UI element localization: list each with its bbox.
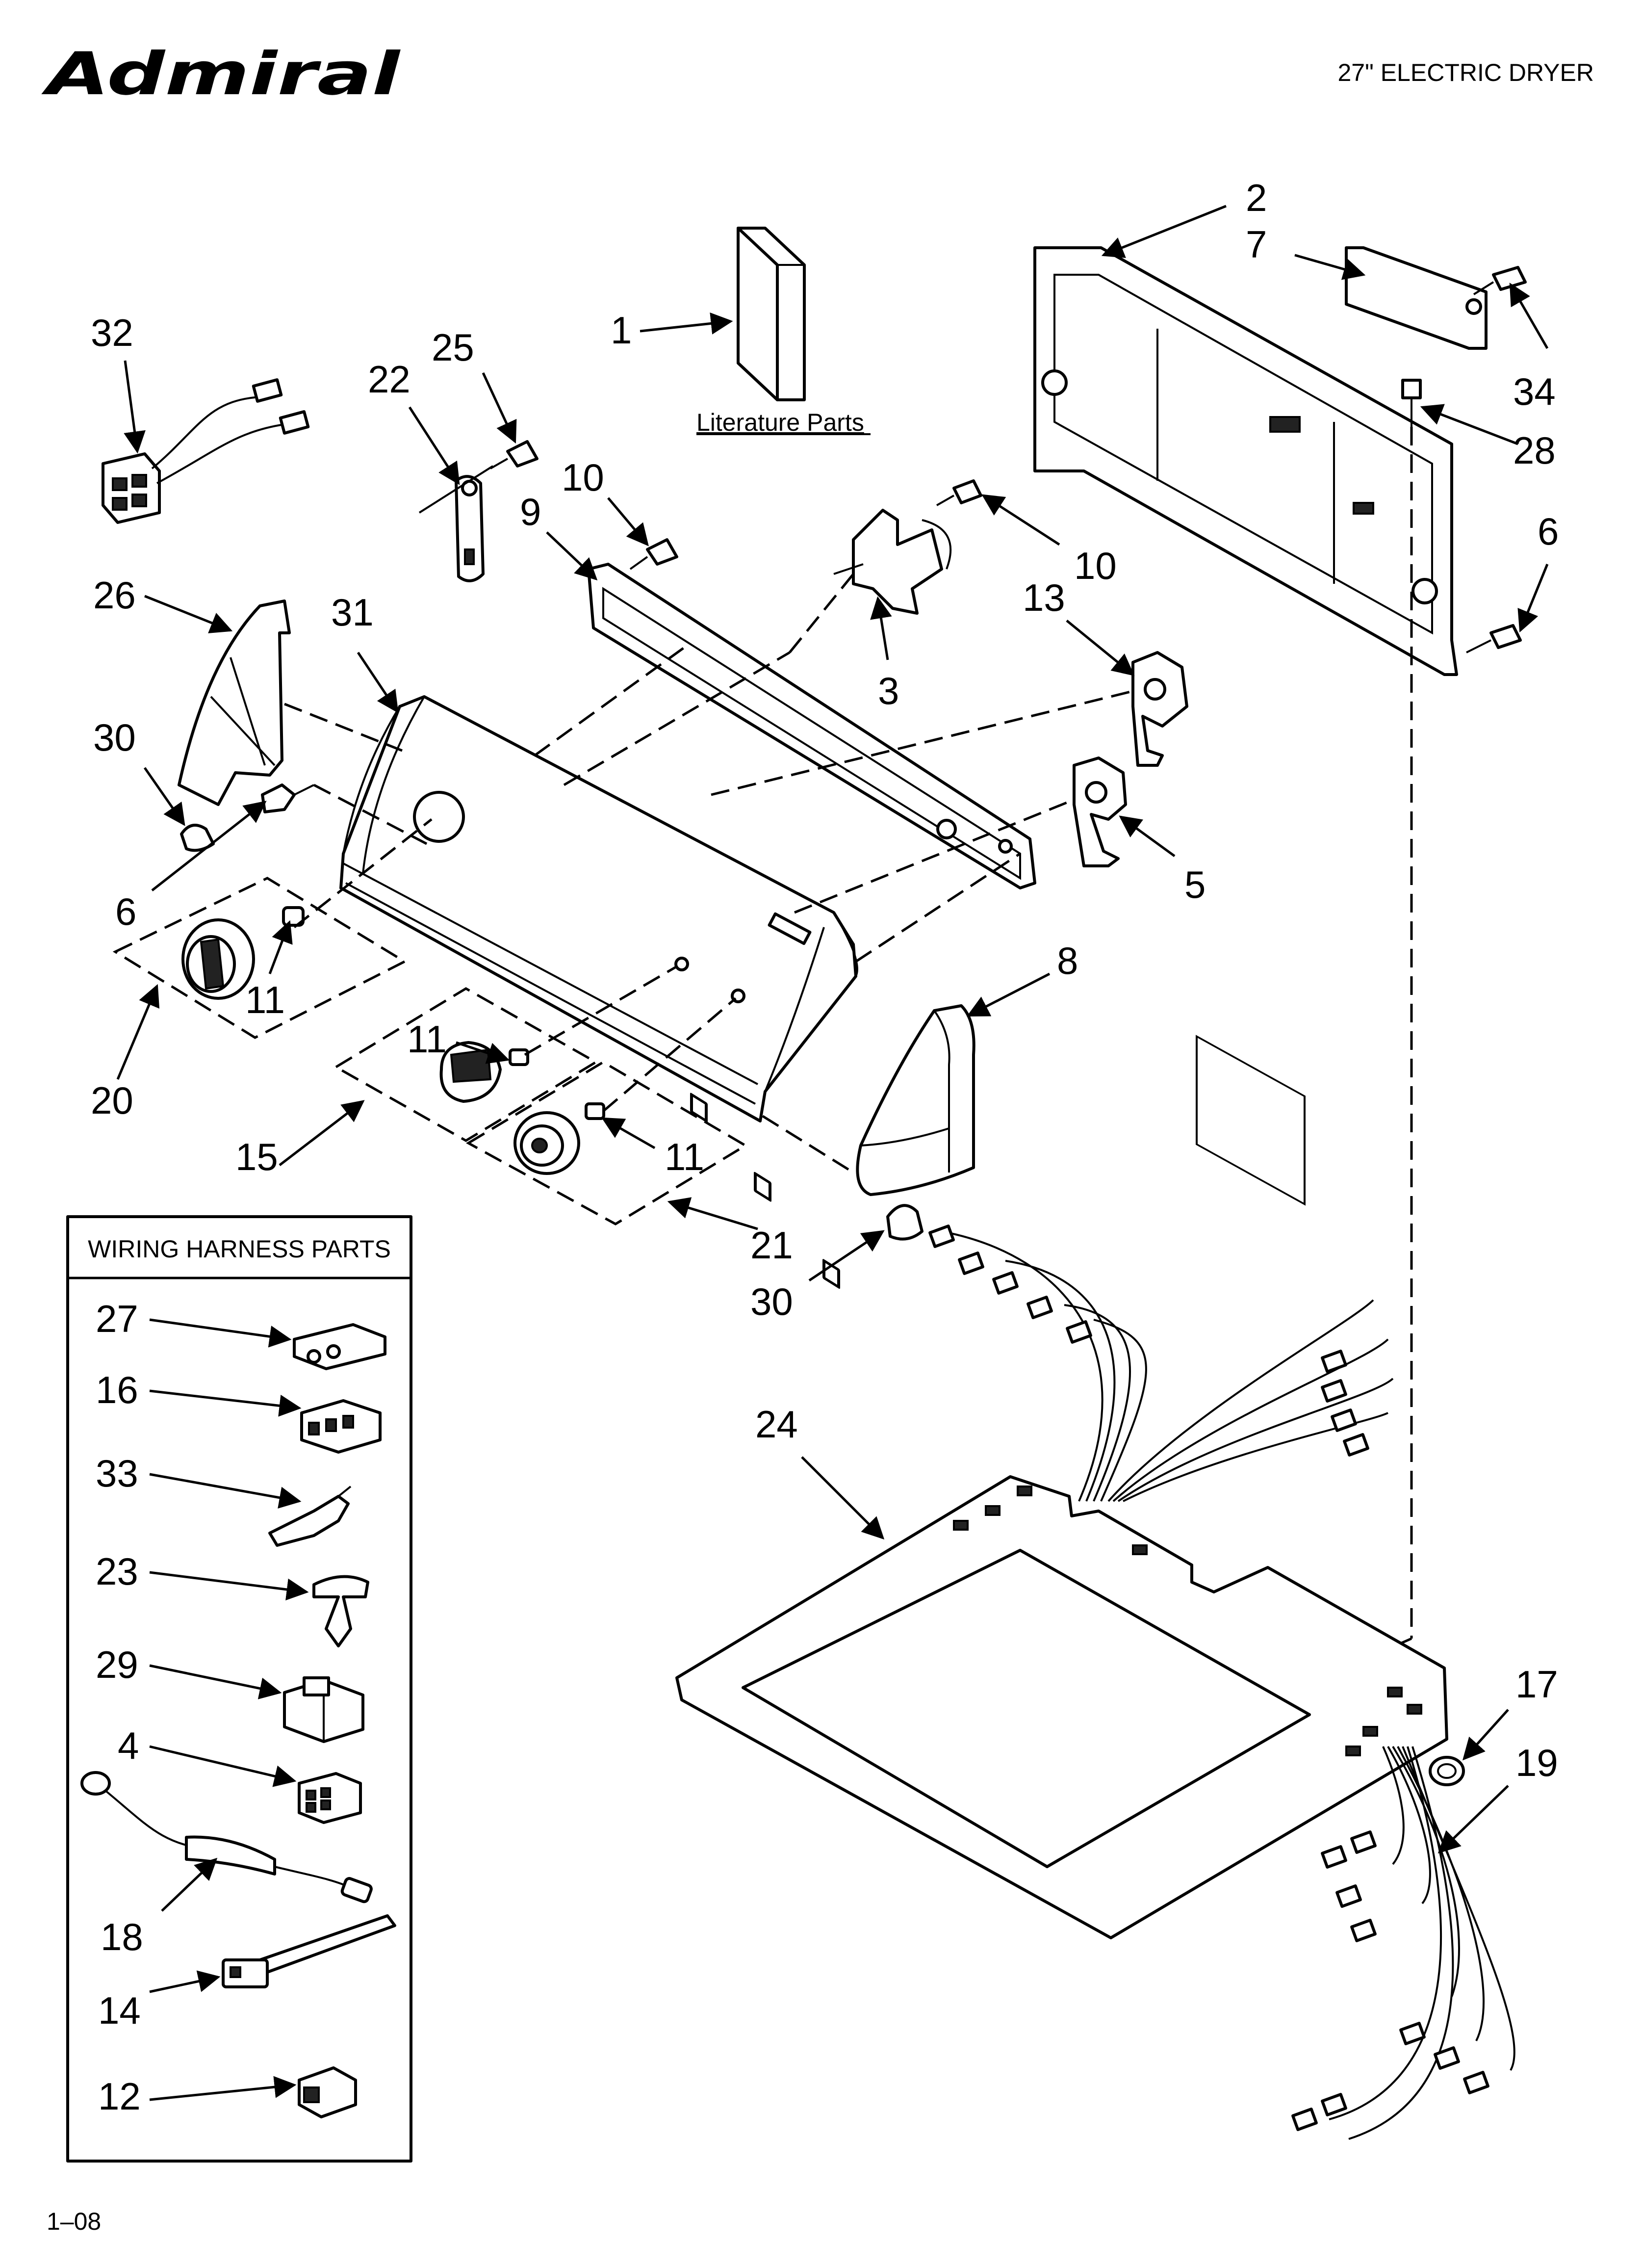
adapter-11-c [585, 1102, 605, 1120]
callout-34: 34 [1513, 370, 1556, 413]
callout-6-right: 6 [1538, 510, 1559, 553]
switch-5 [1073, 756, 1127, 867]
callout-9: 9 [520, 490, 541, 533]
wiring-harness-box [66, 1215, 412, 2163]
callout-11-c: 11 [665, 1135, 704, 1178]
adapter-11-b [509, 1048, 529, 1066]
callout-28: 28 [1513, 429, 1556, 472]
box-callout-23: 23 [96, 1550, 138, 1593]
top-panel-24 [675, 1475, 1448, 1939]
connector-4-icon [298, 1772, 362, 1824]
control-bracket-9 [587, 563, 1036, 1289]
connector-29-icon [283, 1676, 364, 1743]
box-callout-27: 27 [96, 1297, 138, 1340]
callout-10-left: 10 [562, 456, 604, 499]
callout-21: 21 [750, 1224, 793, 1267]
callout-19: 19 [1515, 1741, 1558, 1784]
screw-6-right [1466, 624, 1522, 653]
box-callout-12: 12 [98, 2075, 141, 2118]
page-title: 27" ELECTRIC DRYER [1337, 59, 1594, 86]
callout-10-right: 10 [1074, 544, 1117, 587]
screw-6-left [261, 783, 314, 813]
screw-28 [1401, 379, 1422, 427]
box-callout-16: 16 [96, 1368, 138, 1411]
screw-10-left [629, 538, 678, 570]
box-callout-18: 18 [101, 1915, 143, 1958]
console-back-panel [1033, 246, 1458, 1206]
terminal-33-icon [268, 1486, 352, 1547]
literature-caption: Literature Parts [696, 409, 864, 436]
console-31 [339, 695, 858, 1122]
callout-20: 20 [91, 1079, 133, 1122]
callout-3: 3 [878, 669, 899, 712]
switch-13 [1131, 651, 1188, 767]
callout-2: 2 [1246, 176, 1267, 219]
wiring-harness-title: WIRING HARNESS PARTS [88, 1235, 391, 1263]
callout-30-lower: 30 [750, 1280, 793, 1323]
connector-27-icon [293, 1323, 386, 1370]
end-cap-26 [178, 600, 291, 806]
box-callout-14: 14 [98, 1989, 141, 2032]
callout-1: 1 [611, 309, 632, 352]
box-callout-4: 4 [118, 1724, 139, 1767]
screw-10-right [936, 479, 982, 506]
callout-13: 13 [1023, 576, 1065, 619]
connector-16-icon [300, 1399, 382, 1454]
wire-harness-32 [102, 378, 310, 524]
clip-30-upper [180, 824, 215, 852]
clip-17 [1429, 1756, 1465, 1786]
clip-30-lower [886, 1204, 924, 1241]
callout-24: 24 [755, 1403, 798, 1446]
screw-25 [490, 440, 539, 469]
group-21-outline [465, 1061, 748, 1225]
main-harness-19 [928, 1225, 1515, 2140]
cable-tie-14-icon [222, 1914, 396, 1988]
callout-11-b: 11 [407, 1017, 447, 1061]
connector-12-icon [298, 2066, 357, 2118]
callout-25: 25 [432, 326, 474, 369]
callout-7: 7 [1246, 223, 1267, 266]
group-20-outline [112, 877, 408, 1039]
callout-32: 32 [91, 311, 133, 354]
end-cap-8 [856, 1004, 975, 1196]
callout-8: 8 [1057, 939, 1078, 982]
group-15-outline [334, 987, 598, 1142]
page-code: 1–08 [47, 2208, 101, 2235]
knob-20 [181, 918, 255, 1000]
knob-21 [513, 1111, 580, 1175]
callout-17: 17 [1515, 1663, 1558, 1706]
timer-3 [833, 509, 952, 615]
strap-22 [455, 475, 485, 582]
callout-31: 31 [331, 591, 374, 634]
callout-15: 15 [235, 1135, 278, 1178]
callout-6-left: 6 [115, 890, 136, 933]
push-pin-23-icon [312, 1575, 369, 1647]
box-callout-33: 33 [96, 1452, 138, 1495]
bracket-7 [1345, 246, 1488, 350]
callout-5: 5 [1184, 863, 1206, 906]
screw-34 [1473, 266, 1527, 295]
brand-logo: Admiral [41, 40, 401, 108]
box-callout-29: 29 [96, 1643, 138, 1686]
literature-book [737, 227, 806, 401]
fuse-link-18-icon [80, 1771, 373, 1903]
callout-11-a: 11 [245, 978, 285, 1021]
callout-22: 22 [368, 358, 410, 401]
callout-26: 26 [93, 574, 136, 617]
knob-15 [439, 1041, 502, 1103]
callout-30-upper: 30 [93, 716, 136, 759]
